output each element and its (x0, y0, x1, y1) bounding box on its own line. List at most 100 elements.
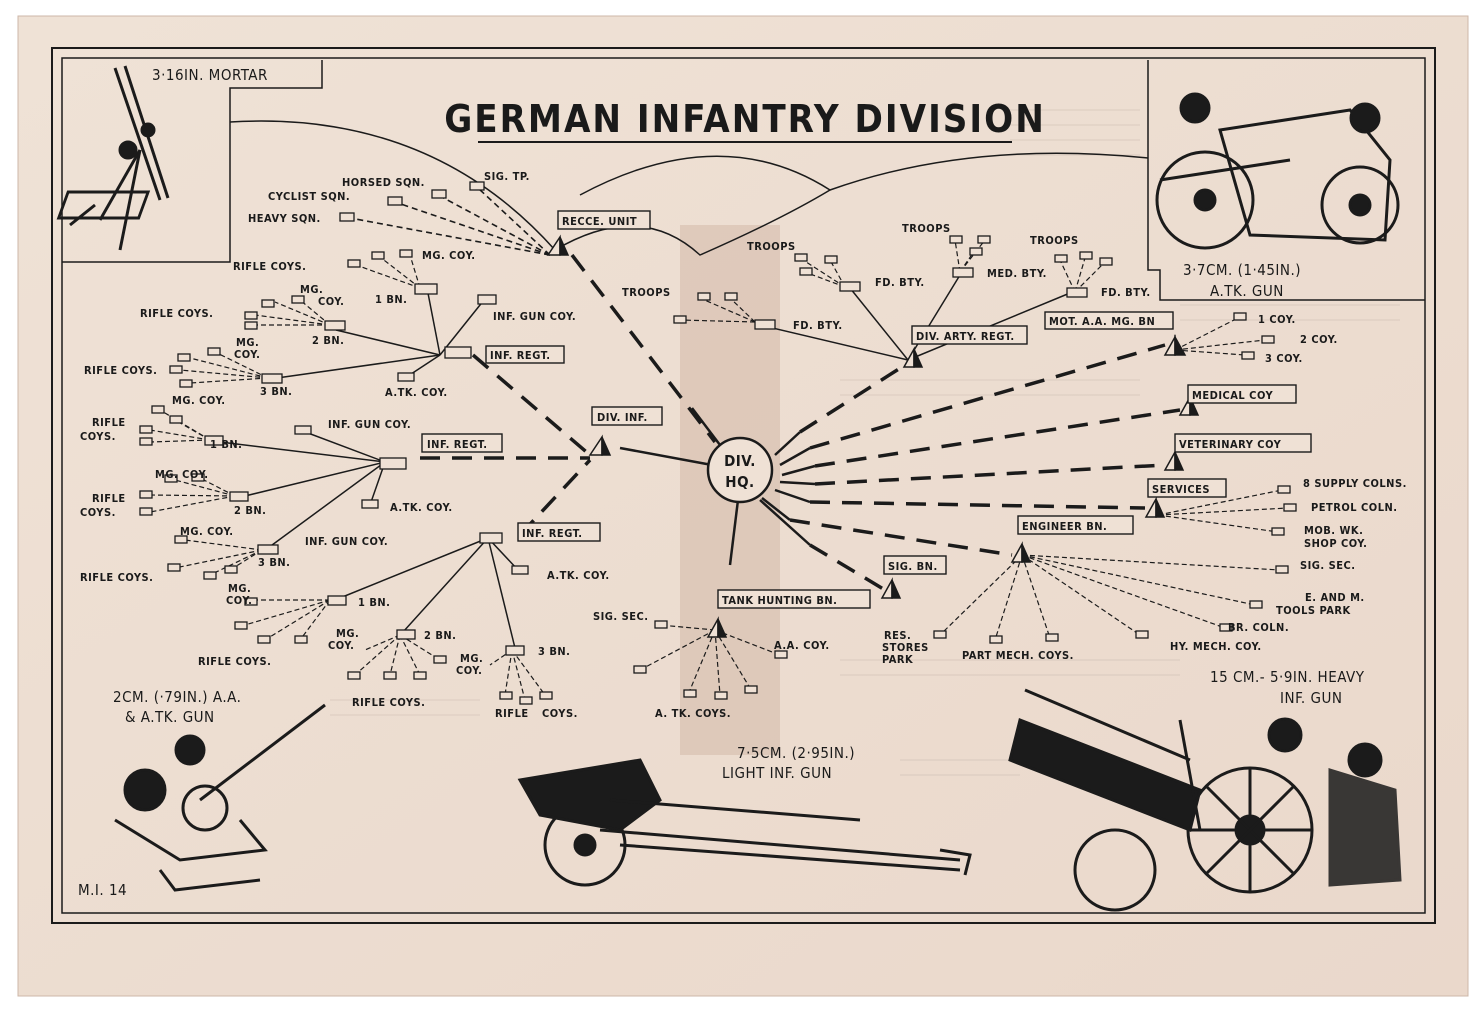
triangle-veterinary (1163, 449, 1185, 471)
unit-label-texts: RECCE. UNIT INF. REGT. DIV. INF. INF. RE… (427, 215, 1282, 607)
inf-regt-mid-label[interactable]: INF. REGT. (427, 438, 487, 451)
heavy-sqn-label: HEAVY SQN. (248, 212, 321, 225)
sig-sec-label-1: SIG. SEC. (1300, 559, 1356, 572)
bn2-label-3: 2 BN. (424, 629, 456, 642)
inf-regt-top-label[interactable]: INF. REGT. (490, 349, 550, 362)
division-hq[interactable]: DIV. HQ. (706, 436, 774, 504)
bleed-through-text (330, 109, 1400, 776)
bn3-label-3: 3 BN. (538, 645, 570, 658)
coys-label-4: COYS. (80, 430, 116, 443)
sub-unit-blocks (139, 181, 1297, 705)
br-coln-label: BR. COLN. (1228, 621, 1289, 634)
bn3-label-2: 3 BN. (258, 556, 290, 569)
coy-label-8: COY. (328, 639, 354, 652)
coy1-label: 1 COY. (1258, 313, 1296, 326)
coy-label-7: COY. (226, 594, 252, 607)
shop-coy-label: SHOP COY. (1304, 537, 1367, 550)
atk-gun-panel: 3·7CM. (1·45IN.) A.TK. GUN (1147, 60, 1425, 301)
supply-colns-label: 8 SUPPLY COLNS. (1303, 477, 1407, 490)
rifle-label-5: RIFLE (92, 492, 126, 505)
paper-edge (17, 15, 1469, 997)
coys-label-5: COYS. (80, 506, 116, 519)
bn1-label-3: 1 BN. (358, 596, 390, 609)
petrol-coln-label: PETROL COLN. (1311, 501, 1398, 514)
park-label: PARK (882, 653, 913, 666)
light-gun-label-1: 7·5CM. (2·95IN.) (737, 744, 855, 762)
rifle-coys-label-7: RIFLE COYS. (198, 655, 271, 668)
triangle-tank-hunting (706, 616, 728, 638)
mg-coy-label-6: MG. COY. (180, 525, 234, 538)
coy3-label: 3 COY. (1265, 352, 1303, 365)
services-label[interactable]: SERVICES (1152, 483, 1210, 496)
part-mech-label: PART MECH. COYS. (962, 649, 1074, 662)
mg-label-2: MG. (300, 283, 323, 296)
atk-gun-drawing (1155, 92, 1400, 250)
aa-coy-label: A.A. COY. (774, 639, 830, 652)
mg-coy-label-4: MG. COY. (172, 394, 226, 407)
coy2-label: 2 COY. (1300, 333, 1338, 346)
troops-label-2: TROOPS (747, 240, 796, 253)
cyclist-sqn-label: CYCLIST SQN. (268, 190, 350, 203)
rifle-label-4: RIFLE (92, 416, 126, 429)
mortar-drawing (56, 65, 170, 251)
coys-label-9: COYS. (542, 707, 578, 720)
hy-mech-label: HY. MECH. COY. (1170, 640, 1262, 653)
aa-gun-label-1: 2CM. (·79IN.) A.A. (113, 688, 241, 706)
troops-label-4: TROOPS (1030, 234, 1079, 247)
mg-coy-label-1: MG. COY. (422, 249, 476, 262)
heavy-gun-label-2: INF. GUN (1280, 689, 1342, 707)
recce-unit-label[interactable]: RECCE. UNIT (562, 215, 637, 228)
inf-gun-coy-label-3: INF. GUN COY. (305, 535, 388, 548)
mg-label-3: MG. (236, 336, 259, 349)
coy-label-3: COY. (234, 348, 260, 361)
reference-code: M.I. 14 (78, 881, 127, 899)
light-inf-gun: 7·5CM. (2·95IN.) LIGHT INF. GUN (517, 744, 972, 887)
bn2-label-2: 2 BN. (234, 504, 266, 517)
horsed-sqn-label: HORSED SQN. (342, 176, 425, 189)
sig-tp-label: SIG. TP. (484, 170, 530, 183)
rifle-label-9: RIFLE (495, 707, 529, 720)
atk-coy-label-2: A.TK. COY. (390, 501, 453, 514)
mob-wk-label: MOB. WK. (1304, 524, 1363, 537)
inf-regt-bottom-label[interactable]: INF. REGT. (522, 527, 582, 540)
rifle-coys-label-3: RIFLE COYS. (84, 364, 157, 377)
outer-border (51, 47, 1436, 924)
triangle-services (1144, 496, 1166, 518)
div-arty-label[interactable]: DIV. ARTY. REGT. (916, 330, 1015, 343)
atk-coy-label-3: A.TK. COY. (547, 569, 610, 582)
light-gun-label-2: LIGHT INF. GUN (722, 764, 832, 782)
mg-label-9: MG. (460, 652, 483, 665)
unit-label-boxes (421, 210, 1312, 609)
veterinary-coy-label[interactable]: VETERINARY COY (1179, 438, 1282, 451)
triangle-recce (546, 234, 570, 256)
bn2-label-1: 2 BN. (312, 334, 344, 347)
atk-gun-label-1: 3·7CM. (1·45IN.) (1183, 261, 1301, 279)
sig-sec-label-2: SIG. SEC. (593, 610, 649, 623)
troops-label-3: TROOPS (902, 222, 951, 235)
stores-label: STORES (882, 641, 929, 654)
tank-hunting-bn-label[interactable]: TANK HUNTING BN. (722, 594, 837, 607)
medical-coy-label[interactable]: MEDICAL COY (1192, 389, 1273, 402)
triangle-arty (902, 346, 924, 368)
mot-aa-label[interactable]: MOT. A.A. MG. BN (1049, 315, 1155, 328)
sig-bn-label[interactable]: SIG. BN. (888, 560, 938, 573)
div-inf-label[interactable]: DIV. INF. (597, 411, 648, 424)
mortar-label: 3·16IN. MORTAR (152, 66, 268, 84)
mg-label-7: MG. (228, 582, 251, 595)
atk-coys-label: A. TK. COYS. (655, 707, 731, 720)
triangle-engineer (1010, 541, 1032, 563)
light-gun-drawing (517, 758, 972, 887)
fd-bty-label-2: FD. BTY. (875, 276, 925, 289)
rifle-coys-label-1: RIFLE COYS. (233, 260, 306, 273)
aa-gun-panel: 2CM. (·79IN.) A.A. & A.TK. GUN M.I. 14 (78, 688, 326, 899)
heavy-gun-drawing (1008, 688, 1402, 912)
engineer-bn-label[interactable]: ENGINEER BN. (1022, 520, 1107, 533)
res-label: RES. (884, 629, 911, 642)
heavy-inf-gun: 15 CM.- 5·9IN. HEAVY INF. GUN (1008, 668, 1402, 912)
coy-label-9: COY. (456, 664, 482, 677)
mg-coy-label-5: MG. COY. (155, 468, 209, 481)
bn1-label-2: 1 BN. (210, 438, 242, 451)
inf-gun-coy-label-1: INF. GUN COY. (493, 310, 576, 323)
mg-label-8: MG. (336, 627, 359, 640)
troops-label-1: TROOPS (622, 286, 671, 299)
